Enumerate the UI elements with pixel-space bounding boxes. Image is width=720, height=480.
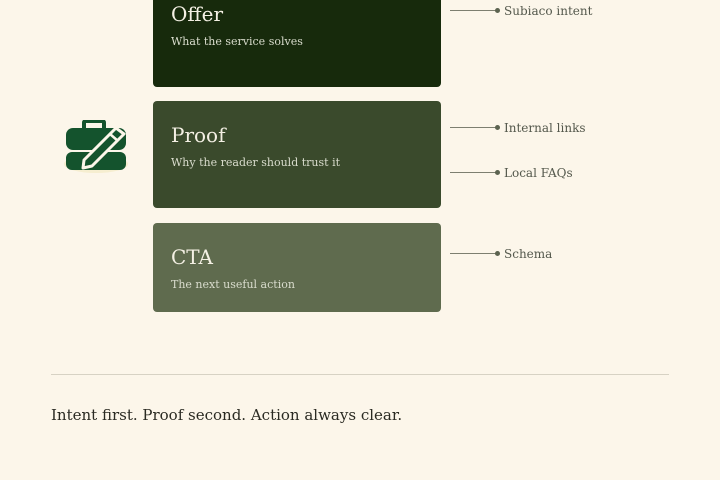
annotation-label: Local FAQs bbox=[504, 166, 573, 180]
footer-tagline: Intent first. Proof second. Action alway… bbox=[51, 406, 403, 424]
cta-card-subtitle: The next useful action bbox=[171, 278, 295, 291]
cta-card: CTA The next useful action bbox=[153, 223, 441, 312]
annotation-connector bbox=[450, 10, 496, 11]
annotation-dot bbox=[495, 251, 500, 256]
divider bbox=[51, 374, 669, 375]
annotation-label: Internal links bbox=[504, 121, 586, 135]
offer-card: Offer What the service solves bbox=[153, 0, 441, 87]
offer-card-subtitle: What the service solves bbox=[171, 35, 303, 48]
annotation-connector bbox=[450, 127, 496, 128]
annotation-dot bbox=[495, 8, 500, 13]
annotation-connector bbox=[450, 253, 496, 254]
annotation-dot bbox=[495, 125, 500, 130]
briefcase-pencil-icon bbox=[62, 119, 132, 176]
proof-card-subtitle: Why the reader should trust it bbox=[171, 156, 341, 169]
annotation-dot bbox=[495, 170, 500, 175]
proof-card-title: Proof bbox=[171, 123, 226, 147]
offer-card-title: Offer bbox=[171, 2, 224, 26]
cta-card-title: CTA bbox=[171, 245, 213, 269]
annotation-label: Schema bbox=[504, 247, 553, 261]
annotation-connector bbox=[450, 172, 496, 173]
annotation-label: Subiaco intent bbox=[504, 4, 593, 18]
proof-card: Proof Why the reader should trust it bbox=[153, 101, 441, 208]
